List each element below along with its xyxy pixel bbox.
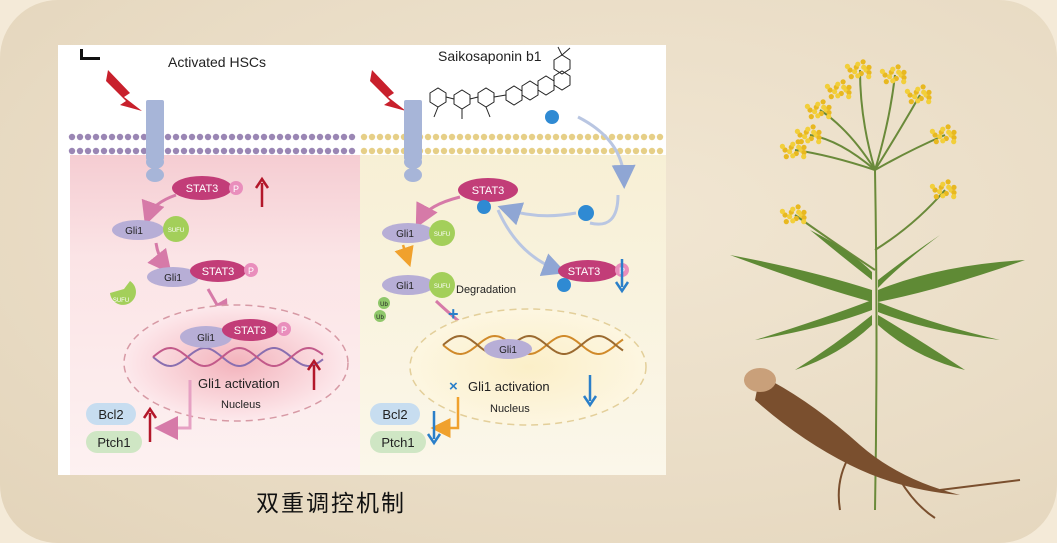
ubiquitin-1-label: Ub <box>380 302 388 308</box>
nucleus-label-left: Nucleus <box>221 399 261 411</box>
nucleus-label-right: Nucleus <box>490 403 530 415</box>
arrow-to-targets-right <box>430 397 460 438</box>
bcl2-gene <box>86 403 136 425</box>
ptch1-gene <box>86 431 142 453</box>
sufu-protein <box>163 216 189 242</box>
inhibit-x-icon: × <box>449 378 458 395</box>
arrow-to-targets-left <box>154 380 192 440</box>
gli1-protein-right <box>382 223 434 243</box>
down-arrowhead-targets <box>426 433 442 446</box>
gli1-activation-right-label: Gli1 activation <box>468 379 550 394</box>
bupleurum-plant-illustration <box>730 59 1025 519</box>
left-title: Activated HSCs <box>168 54 266 70</box>
receptor-right-domain-lower <box>404 168 422 182</box>
sufu-degraded-label: SUFU <box>434 284 450 290</box>
stat3-right-label: STAT3 <box>472 185 505 197</box>
dna-helix-left <box>152 346 324 368</box>
phospho-group-complex <box>244 263 258 277</box>
lightning-stimulus-icon-right <box>370 70 406 111</box>
sufu-label: SUFU <box>168 228 184 234</box>
phospho-complex-label: P <box>248 266 254 276</box>
block-mark-icon: + <box>448 304 459 324</box>
gli1-degraded-label: Gli1 <box>396 281 414 292</box>
stat3-protein <box>172 176 232 200</box>
bcl2-right-label: Bcl2 <box>382 407 407 422</box>
degradation-label: Degradation <box>456 284 516 296</box>
receptor-right <box>404 100 422 160</box>
receptor-domain <box>146 155 164 169</box>
mechanism-diagram: Activated HSCs STAT3 P Gli1 SUFU Gli1 <box>68 46 666 475</box>
bound-drug-displaced <box>557 278 571 292</box>
nuclear-gli1-label: Gli1 <box>197 333 215 344</box>
nuclear-gli1-right-label: Gli1 <box>499 345 517 356</box>
stat3-label: STAT3 <box>186 183 219 195</box>
gli1-protein <box>112 220 164 240</box>
receptor-domain-lower <box>146 168 164 182</box>
yellow-flower-umbels <box>779 59 957 225</box>
gli1-degraded <box>382 275 434 295</box>
arrow-drug-path <box>589 194 620 226</box>
ubiquitin-2-label: Ub <box>376 315 384 321</box>
gli1-protein-complex <box>147 267 199 287</box>
gli1-label: Gli1 <box>125 226 143 237</box>
arrow-stat3-release <box>496 209 567 276</box>
drug-molecule <box>545 110 559 124</box>
drug-molecule-inside <box>578 205 594 221</box>
arrow-stat3-to-gli1-right <box>415 195 461 228</box>
mechanism-figure: Activated HSCs STAT3 P Gli1 SUFU Gli1 <box>58 45 666 475</box>
ubiquitin-1 <box>378 297 390 309</box>
stat3-protein-displaced <box>558 260 618 282</box>
arrow-stat3-to-gli1 <box>141 193 177 226</box>
nuclear-phospho <box>277 322 291 336</box>
down-arrowhead-activation <box>582 395 598 408</box>
ubiquitin-2 <box>374 310 386 322</box>
dna-helix-right <box>442 334 624 356</box>
bound-drug <box>477 200 491 214</box>
gli1-activation-label: Gli1 activation <box>198 376 280 391</box>
arrow-drug-binds-stat3 <box>497 202 577 226</box>
ptch1-right-label: Ptch1 <box>381 435 414 450</box>
panel-label-mark-base <box>80 57 100 60</box>
arrow-gli1-to-complex <box>147 242 172 275</box>
receptor <box>146 100 164 160</box>
nuclear-stat3-label: STAT3 <box>234 325 267 337</box>
free-sufu-protein <box>110 281 136 305</box>
ptch1-label: Ptch1 <box>97 435 130 450</box>
bcl2-label: Bcl2 <box>98 407 123 422</box>
panel-label-mark <box>80 49 83 59</box>
saikosaponin-structure <box>429 46 571 119</box>
stat3-protein-complex <box>190 260 246 282</box>
nuclear-gli1-right <box>484 339 532 359</box>
arrow-drug-entry <box>577 115 636 189</box>
gli1-complex-label: Gli1 <box>164 273 182 284</box>
nuclear-phospho-label: P <box>281 325 287 335</box>
stat3-protein-right <box>458 178 518 202</box>
up-arrowhead-stat3 <box>254 176 270 189</box>
root <box>744 368 1021 519</box>
nucleus-left <box>123 304 349 422</box>
phospho-group <box>229 181 243 195</box>
stat3-displaced-label: STAT3 <box>568 266 601 278</box>
gli1-right-label: Gli1 <box>396 229 414 240</box>
up-arrowhead-activation <box>306 358 322 371</box>
lightning-stimulus-icon <box>106 70 142 111</box>
figure-caption: 双重调控机制 <box>256 491 406 517</box>
right-title: Saikosaponin b1 <box>438 48 542 64</box>
down-arrowhead-stat3 <box>614 281 630 294</box>
stat3-complex-label: STAT3 <box>202 266 235 278</box>
free-sufu-label: SUFU <box>113 298 129 304</box>
ptch1-gene-right <box>370 431 426 453</box>
up-arrowhead-targets <box>142 406 158 419</box>
sufu-protein-right <box>429 220 455 246</box>
receptor-right-domain <box>404 155 422 169</box>
bcl2-gene-right <box>370 403 420 425</box>
arrow-to-degradation <box>394 244 414 268</box>
phospho-label: P <box>233 184 239 194</box>
sufu-right-label: SUFU <box>434 232 450 238</box>
sufu-degraded <box>429 272 455 298</box>
plant-leaves <box>730 230 1025 370</box>
nuclear-gli1 <box>180 326 232 348</box>
nuclear-stat3 <box>222 319 278 341</box>
